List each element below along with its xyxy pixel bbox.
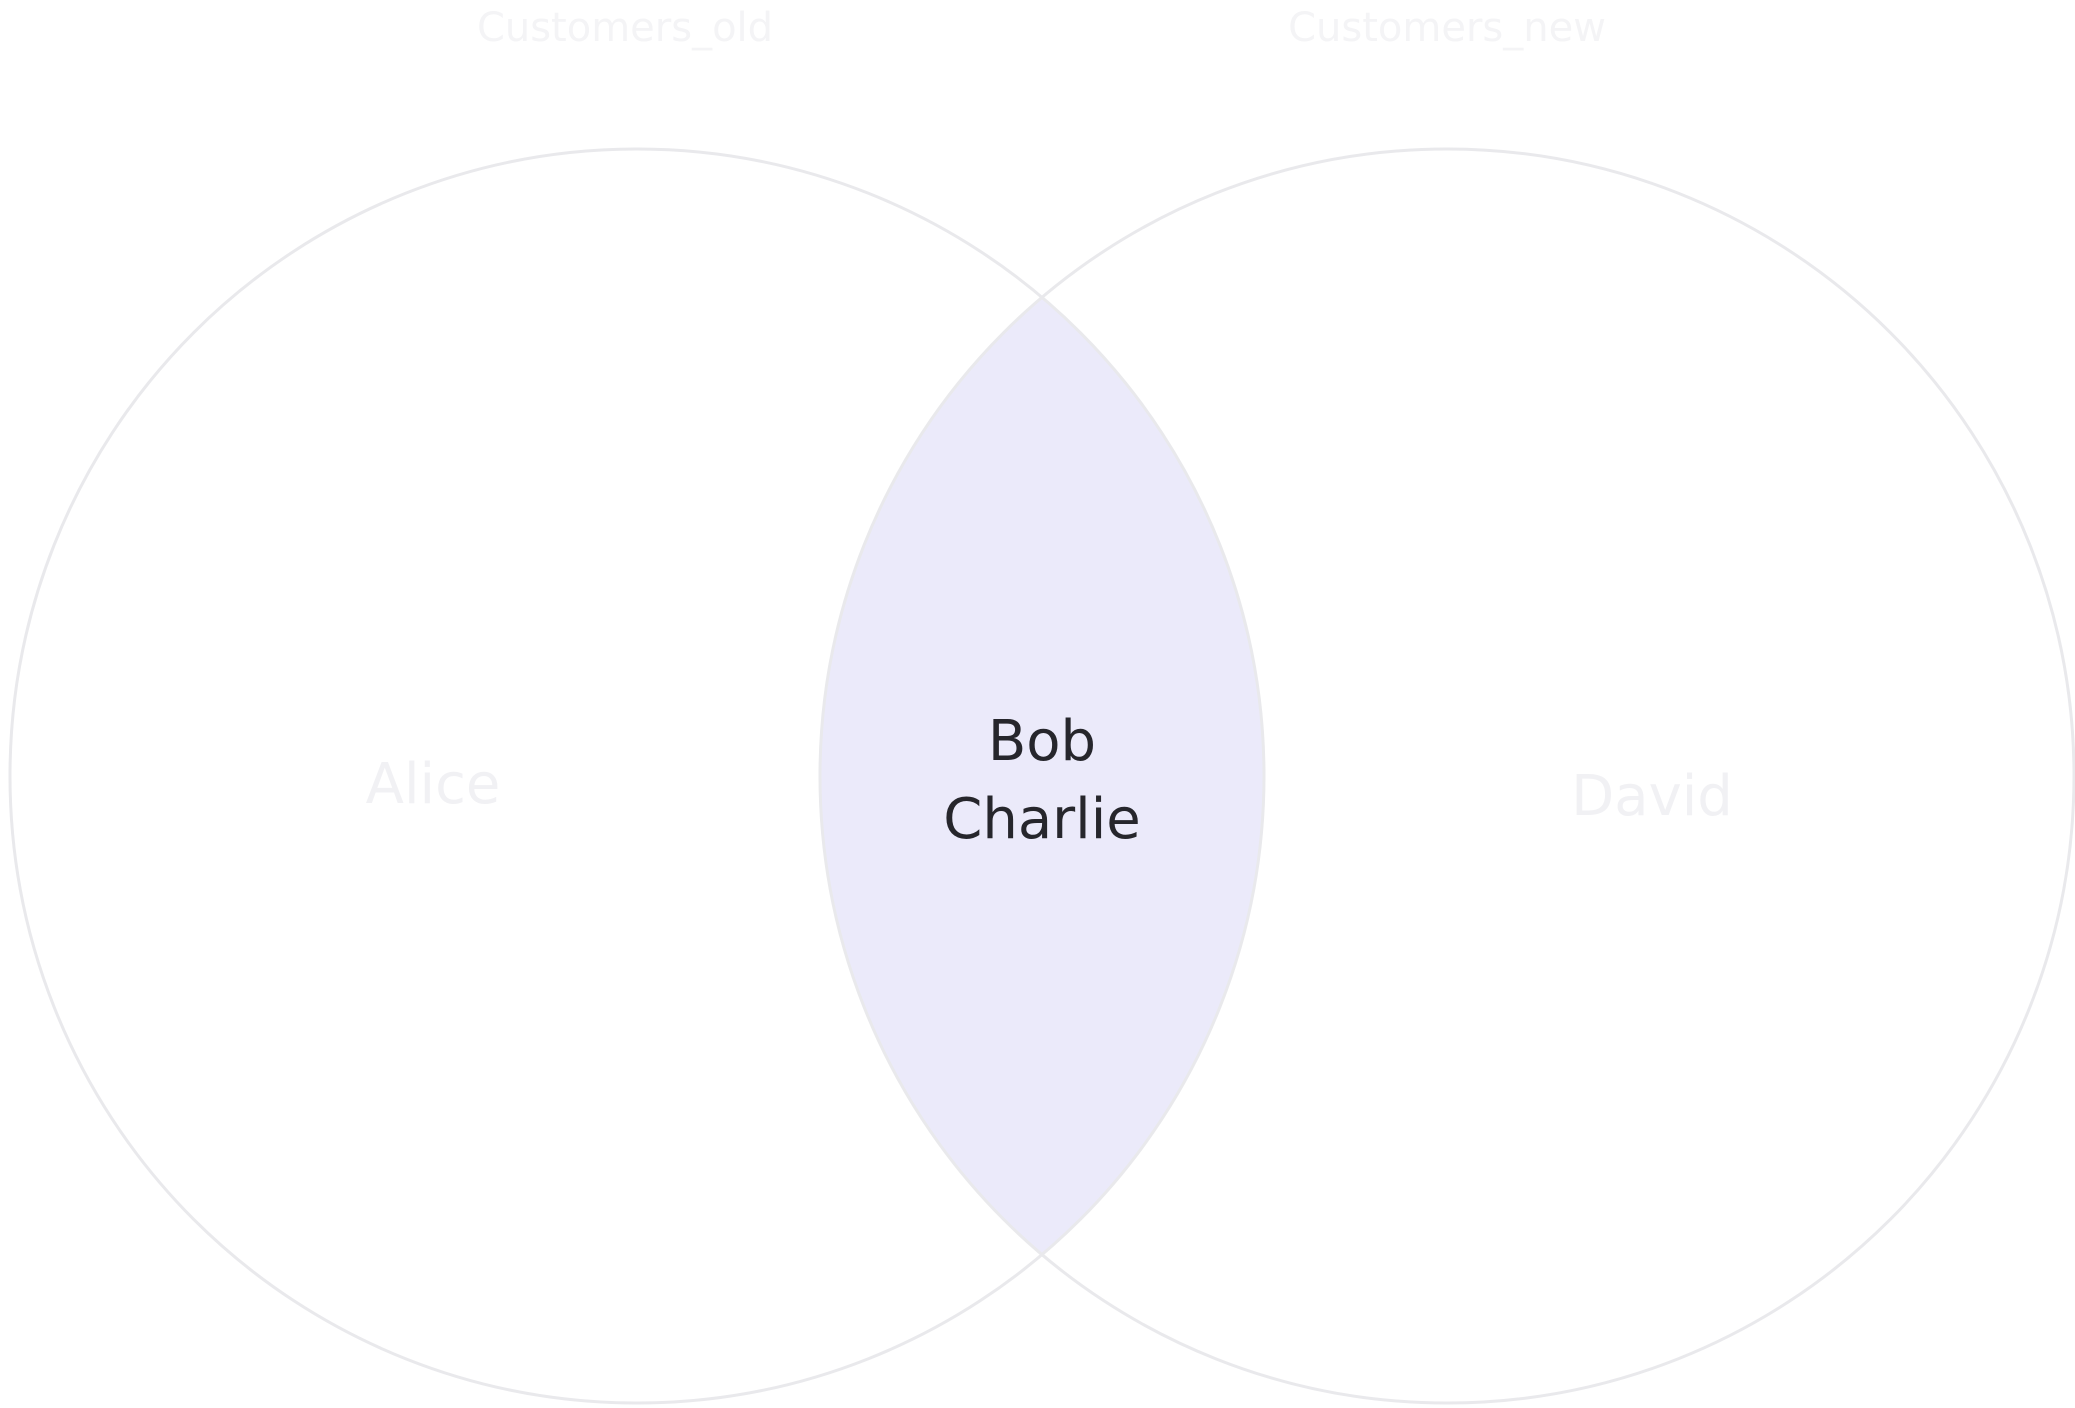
set-circle-customers-new [818,147,2075,1405]
intersection-item: Charlie [943,787,1141,852]
intersection-region [820,149,1264,1403]
right-only-item: David [1571,764,1733,829]
left-only-item: Alice [366,752,501,817]
set-circle-customers-old [8,147,1266,1405]
set-title-customers-old: Customers_old [477,5,773,51]
intersection-item: Bob [988,709,1096,774]
set-title-customers-new: Customers_new [1288,5,1606,51]
